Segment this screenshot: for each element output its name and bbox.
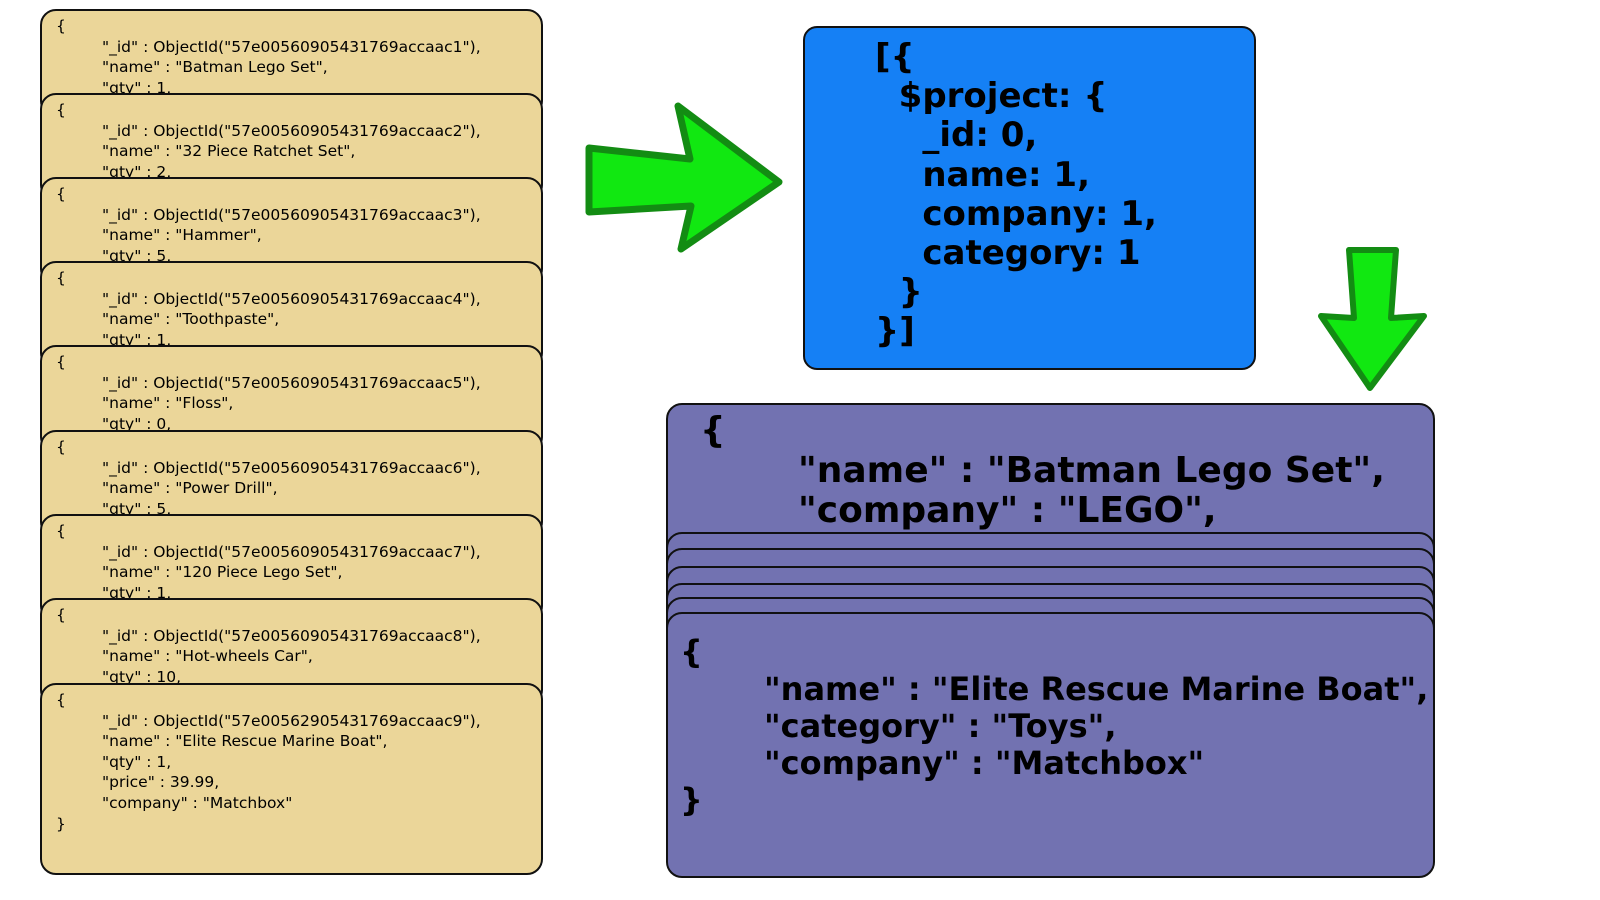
document-card-9: { "_id" : ObjectId("57e00562905431769acc… (40, 683, 543, 875)
project-pipeline-box: [{ $project: { _id: 0, name: 1, company:… (803, 26, 1256, 370)
qty-field: "qty" : 1, (102, 330, 172, 349)
right-arrow-icon (585, 102, 783, 253)
name-field: "name" : "Batman Lego Set", (798, 450, 1385, 491)
id-field: "_id" : ObjectId("57e00560905431769accaa… (102, 373, 481, 392)
open-brace: { (56, 522, 66, 540)
open-brace: { (56, 353, 66, 371)
open-brace: { (56, 269, 66, 287)
id-field: "_id" : ObjectId("57e00560905431769accaa… (102, 205, 481, 224)
qty-field: "qty" : 0, (102, 414, 172, 433)
close-brace: } (56, 814, 66, 833)
name-field: "name" : "120 Piece Lego Set", (102, 563, 343, 582)
name-field: "name" : "Hot-wheels Car", (102, 647, 313, 666)
qty-field: "qty" : 2, (102, 162, 172, 181)
name-field: "name" : "Batman Lego Set", (102, 58, 328, 77)
company-field: "company" : "LEGO", (798, 490, 1217, 531)
qty-field: "qty" : 10, (102, 667, 182, 686)
open-brace: { (56, 606, 66, 624)
id-field: "_id" : ObjectId("57e00562905431769accaa… (102, 711, 481, 730)
name-field: "name" : "Elite Rescue Marine Boat", (102, 732, 388, 751)
open-brace: { (56, 185, 66, 203)
open-brace: { (56, 17, 66, 35)
name-field: "name" : "32 Piece Ratchet Set", (102, 142, 356, 161)
price-field: "price" : 39.99, (102, 773, 220, 792)
id-field: "_id" : ObjectId("57e00560905431769accaa… (102, 37, 481, 56)
pipeline-line: category: 1 (875, 233, 1141, 274)
company-field: "company" : "Matchbox" (764, 744, 1205, 782)
qty-field: "qty" : 1, (102, 78, 172, 97)
name-field: "name" : "Hammer", (102, 226, 262, 245)
id-field: "_id" : ObjectId("57e00560905431769accaa… (102, 121, 481, 140)
pipeline-line: _id: 0, (875, 115, 1038, 156)
pipeline-line: name: 1, (875, 154, 1090, 195)
id-field: "_id" : ObjectId("57e00560905431769accaa… (102, 626, 481, 645)
open-brace: { (56, 101, 66, 119)
qty-field: "qty" : 1, (102, 752, 172, 771)
pipeline-line: $project: { (875, 76, 1108, 117)
open-brace: { (680, 633, 703, 671)
pipeline-line: [{ (875, 37, 915, 77)
qty-field: "qty" : 5, (102, 246, 172, 265)
qty-field: "qty" : 1, (102, 583, 172, 602)
result-card-last: { "name" : "Elite Rescue Marine Boat", "… (666, 612, 1435, 878)
down-arrow-icon (1318, 247, 1427, 391)
open-brace: { (56, 438, 66, 456)
id-field: "_id" : ObjectId("57e00560905431769accaa… (102, 458, 481, 477)
id-field: "_id" : ObjectId("57e00560905431769accaa… (102, 289, 481, 308)
name-field: "name" : "Elite Rescue Marine Boat", (764, 670, 1429, 708)
category-field: "category" : "Toys", (764, 707, 1117, 745)
close-brace: } (680, 781, 703, 819)
open-brace: { (700, 410, 726, 451)
pipeline-line: } (875, 272, 923, 313)
open-brace: { (56, 691, 66, 709)
name-field: "name" : "Power Drill", (102, 479, 278, 498)
document-card-3: { "_id" : ObjectId("57e00560905431769acc… (40, 177, 543, 285)
pipeline-line: company: 1, (875, 193, 1157, 234)
qty-field: "qty" : 5, (102, 499, 172, 518)
name-field: "name" : "Toothpaste", (102, 310, 280, 329)
pipeline-line: }] (875, 311, 915, 352)
company-field: "company" : "Matchbox" (102, 793, 293, 812)
id-field: "_id" : ObjectId("57e00560905431769accaa… (102, 542, 481, 561)
name-field: "name" : "Floss", (102, 394, 234, 413)
